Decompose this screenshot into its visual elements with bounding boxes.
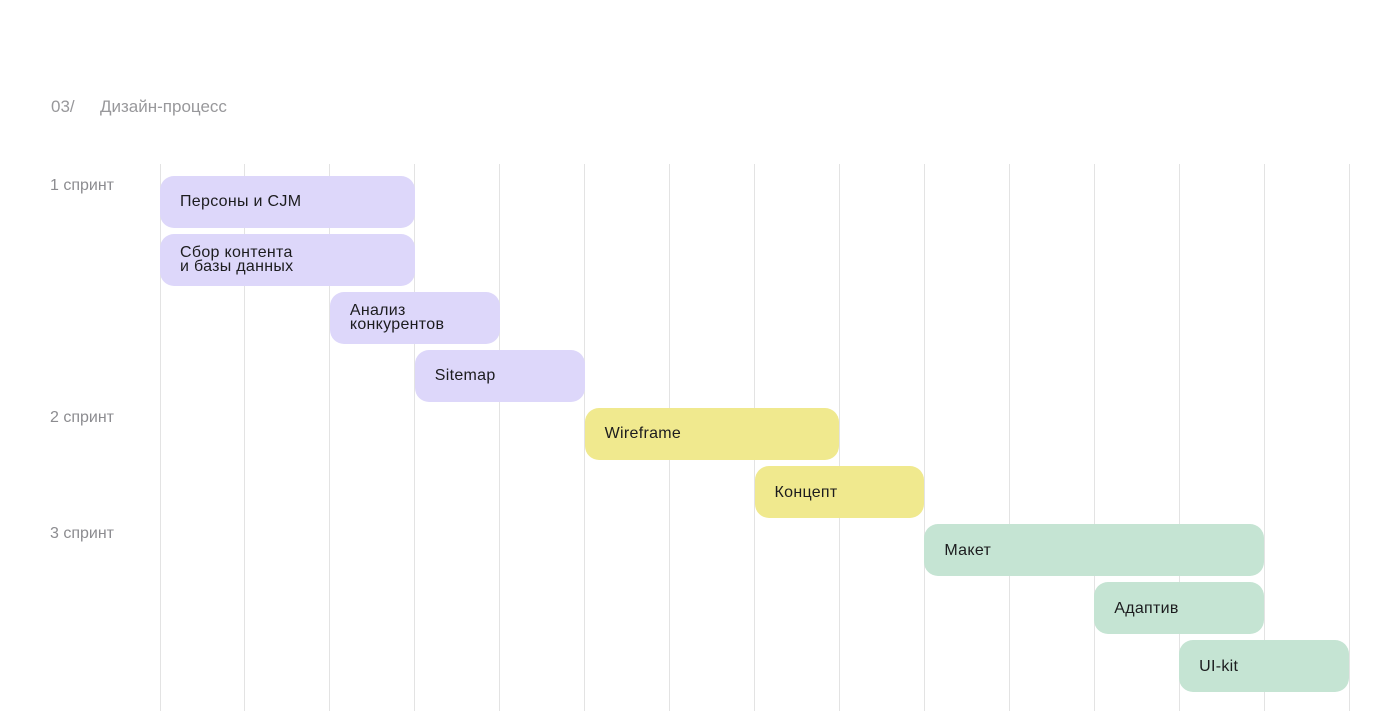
task-bar: Адаптив (1094, 582, 1265, 635)
gridline (838, 163, 840, 711)
task-label: UI-kit (1199, 657, 1239, 675)
gridline (329, 163, 331, 711)
sprint-label: 1 спринт (50, 176, 115, 194)
gridline (499, 163, 501, 711)
gridline (159, 163, 161, 711)
task-bar: UI-kit (1179, 640, 1350, 693)
task-bar: Персоны и CJM (160, 175, 415, 228)
task-bar: Концепт (754, 465, 925, 519)
page-title: Дизайн-процесс (100, 97, 227, 116)
task-bar: Сбор контента и базы данных (160, 233, 415, 286)
sprint-label: 3 спринт (50, 524, 115, 542)
gridline (1008, 163, 1010, 711)
task-label: Сбор контента и базы данных (180, 244, 294, 276)
sprint-label: 2 спринт (50, 408, 115, 426)
task-label: Sitemap (434, 367, 496, 385)
task-bar: Анализ конкурентов (329, 291, 500, 344)
gridline (414, 163, 416, 711)
task-label: Wireframe (604, 425, 682, 443)
task-bar: Макет (924, 523, 1265, 577)
task-bar: Sitemap (414, 349, 585, 403)
task-bar: Wireframe (584, 407, 840, 461)
gridline (923, 163, 925, 711)
task-label: Макет (944, 541, 992, 559)
gridline (1093, 163, 1095, 711)
task-label: Анализ конкурентов (349, 302, 445, 334)
section-number: 03/ (51, 97, 75, 116)
gridline (1348, 163, 1350, 711)
gridline (244, 163, 246, 711)
gridline (1178, 163, 1180, 711)
gridline (1263, 163, 1265, 711)
task-label: Персоны и CJM (180, 193, 302, 211)
task-label: Концепт (774, 483, 838, 501)
task-label: Адаптив (1114, 599, 1179, 617)
